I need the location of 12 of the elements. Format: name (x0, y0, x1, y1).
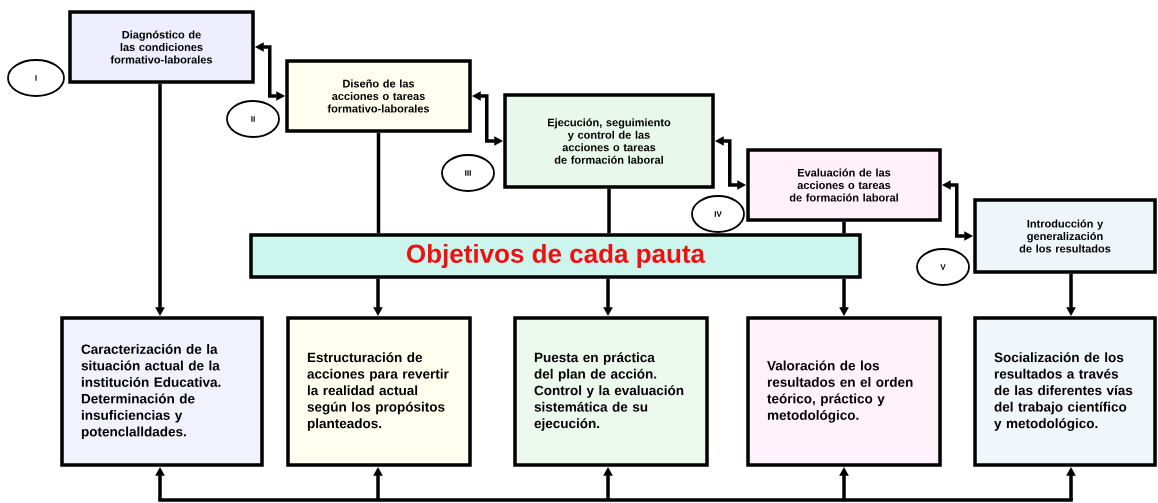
objectives-banner: Objetivos de cada pauta (249, 233, 862, 279)
stage-box: Introducción y generalización de los resultados (973, 198, 1157, 274)
stage-box: Ejecución, seguimiento y control de las acciones o tareas de formación laboral (503, 93, 715, 189)
stage-box: Diseño de las acciones o tareas formativo-laborales (285, 59, 472, 133)
objective-box: Caracterización de la situación actual de la institución Educativa. Determinación de insuficiencias y potenclalldades. (60, 316, 264, 467)
objective-box: Estructuración de acciones para revertir la realidad actual según los propósitos planteados. (286, 316, 472, 467)
stage-box: Evaluación de las acciones o tareas de formación laboral (746, 148, 942, 222)
stage-box: Diagnóstico de las condiciones formativo-laborales (68, 10, 255, 84)
objective-box: Valoración de los resultados en el orden teórico, práctico y metodológico. (746, 316, 942, 467)
objective-box: Socialización de los resultados a través de las diferentes vías del trabajo científico y metodológico. (973, 316, 1157, 467)
connector-line (158, 498, 1073, 502)
objective-box: Puesta en práctica del plan de acción. Control y la evaluación sistemática de su ejecución. (513, 316, 709, 467)
